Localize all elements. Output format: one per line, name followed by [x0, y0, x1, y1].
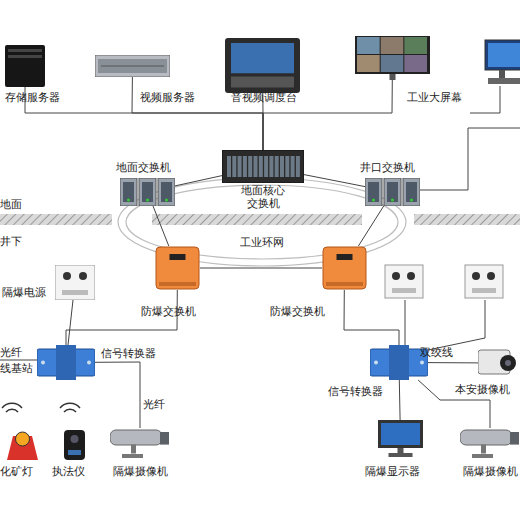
connector: [95, 362, 140, 428]
device-label: 隔爆摄像机: [463, 465, 518, 478]
power-icon: [385, 265, 423, 298]
connector: [68, 300, 73, 345]
device-node: 地面交换机: [120, 178, 175, 206]
connector: [25, 87, 263, 150]
wireless-symbol: [2, 403, 80, 412]
device-label: 地面核心 交换机: [237, 184, 289, 210]
device-icon: [225, 38, 300, 93]
device-label: 音视频调度台: [231, 91, 297, 104]
device-label: 化矿灯: [0, 465, 33, 478]
wire: [405, 300, 406, 345]
device-node: 执法仪: [62, 430, 87, 460]
device-node: 井口交换机: [365, 178, 420, 206]
device-label: 井口交换机: [360, 161, 415, 174]
device-icon: [110, 428, 170, 458]
free-label: 光纤: [0, 346, 22, 359]
device-label: 信号转换器: [328, 385, 383, 398]
device-label: 执法仪: [52, 465, 85, 478]
connector: [399, 380, 401, 420]
device-node: 信号转换器: [370, 345, 428, 380]
device-node: 存储服务器: [5, 45, 45, 87]
pc-icon: [485, 40, 520, 84]
device-label: 防爆交换机: [270, 305, 325, 318]
wire: [0, 360, 37, 361]
wire: [420, 128, 520, 190]
power-icon: [465, 265, 503, 298]
device-node: 本安摄像机: [478, 348, 520, 378]
device-node: 防爆交换机: [322, 246, 367, 290]
device-icon: [95, 55, 170, 77]
device-icon: [222, 150, 304, 183]
device-label: 防爆交换机: [141, 305, 196, 318]
device-icon: [62, 430, 87, 460]
device-label: 存储服务器: [5, 91, 60, 104]
device-label: 隔爆电源: [2, 286, 46, 299]
device-node: 视频服务器: [95, 55, 170, 77]
device-label: 地面交换机: [116, 161, 171, 174]
device-node: 隔爆电源: [55, 265, 95, 300]
device-label: 工业大屏幕: [407, 91, 462, 104]
device-icon: [365, 178, 420, 206]
connector: [304, 175, 365, 187]
device-label: 信号转换器: [101, 347, 156, 360]
connector: [175, 176, 222, 186]
device-icon: [37, 345, 95, 380]
ground-band: [414, 214, 520, 225]
edge-label: 双绞线: [420, 346, 453, 359]
connector: [344, 290, 399, 345]
device-node: 隔爆摄像机: [110, 428, 170, 458]
wire: [500, 86, 501, 113]
connector: [200, 268, 322, 269]
device-node: 化矿灯: [5, 430, 40, 460]
connector: [358, 206, 383, 246]
device-icon: [5, 45, 45, 87]
device-icon: [120, 178, 175, 206]
device-node: 工业大屏幕: [355, 36, 430, 80]
free-label: 工业环网: [240, 236, 284, 249]
device-node: 隔爆摄像机: [460, 428, 520, 458]
connector: [153, 206, 169, 246]
device-icon: [155, 246, 200, 290]
ground-band: [152, 214, 362, 225]
device-node: 线基站信号转换器: [37, 345, 95, 380]
device-label: 隔爆摄像机: [113, 465, 168, 478]
device-icon: [55, 265, 95, 300]
edge-label: 光纤: [143, 398, 165, 411]
device-node: 防爆交换机: [155, 246, 200, 290]
device-icon: [322, 246, 367, 290]
device-icon: [460, 428, 520, 458]
device-label: 线基站: [0, 362, 33, 375]
device-icon: [378, 420, 423, 457]
ground-band: [0, 214, 112, 225]
device-node: 地面核心 交换机: [222, 150, 304, 183]
free-label: 地面: [0, 198, 22, 211]
free-label: 井下: [0, 235, 22, 248]
device-label: 视频服务器: [140, 91, 195, 104]
device-icon: [370, 345, 428, 380]
device-node: 音视频调度台: [225, 38, 300, 93]
wire: [428, 300, 485, 350]
device-label: 隔爆显示器: [365, 465, 420, 478]
connector: [428, 362, 478, 363]
device-label: 本安摄像机: [455, 383, 510, 396]
device-icon: [478, 348, 520, 378]
device-node: 隔爆显示器: [378, 420, 423, 457]
wire: [470, 113, 500, 114]
device-icon: [355, 36, 430, 80]
device-icon: [5, 430, 40, 460]
